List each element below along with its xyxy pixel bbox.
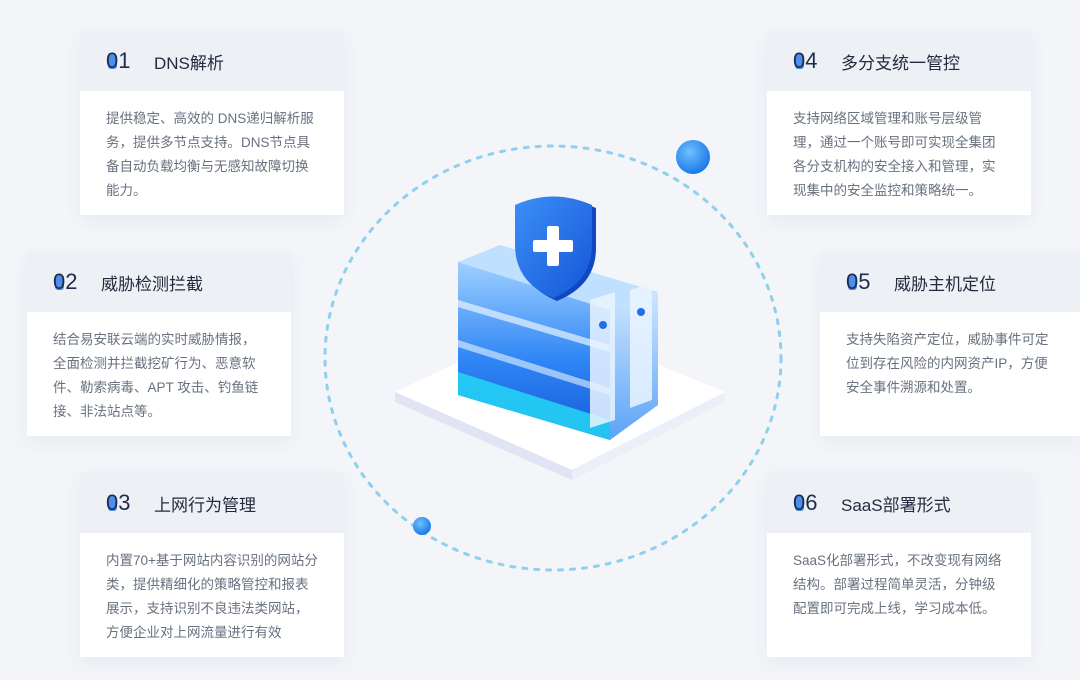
card-description: 内置70+基于网站内容识别的网站分类，提供精细化的策略管控和报表展示，支持识别不… (106, 553, 318, 640)
card-header: 05 威胁主机定位 (820, 252, 1080, 312)
feature-card-host-location: 05 威胁主机定位 支持失陷资产定位，威胁事件可定位到存在风险的内网资产IP，方… (820, 252, 1080, 436)
feature-card-threat-detection: 02 威胁检测拦截 结合易安联云端的实时威胁情报，全面检测并拦截挖矿行为、恶意软… (27, 252, 291, 436)
card-description: 支持网络区域管理和账号层级管理，通过一个账号即可实现全集团各分支机构的安全接入和… (793, 111, 996, 198)
card-number: 05 (846, 269, 894, 295)
feature-card-saas-deployment: 06 SaaS部署形式 SaaS化部署形式，不改变现有网络结构。部署过程简单灵活… (767, 473, 1031, 657)
card-title: SaaS部署形式 (841, 495, 951, 515)
card-header: 03 上网行为管理 (80, 473, 344, 533)
orbit-ball-small (413, 517, 431, 535)
shield-plus-icon (515, 196, 596, 301)
feature-card-dns: 01 DNS解析 提供稳定、高效的 DNS递归解析服务，提供多节点支持。DNS节… (80, 31, 344, 215)
card-number: 01 (106, 48, 154, 74)
card-title: 威胁主机定位 (894, 274, 996, 294)
orbit-ring (323, 144, 783, 572)
card-header: 01 DNS解析 (80, 31, 344, 91)
card-title: DNS解析 (154, 53, 224, 73)
card-description: 结合易安联云端的实时威胁情报，全面检测并拦截挖矿行为、恶意软件、勒索病毒、APT… (53, 332, 259, 419)
card-description: 提供稳定、高效的 DNS递归解析服务，提供多节点支持。DNS节点具备自动负载均衡… (106, 111, 314, 198)
card-description: 支持失陷资产定位，威胁事件可定位到存在风险的内网资产IP，方便安全事件溯源和处置… (846, 332, 1049, 395)
orbit-ball-large (676, 140, 710, 174)
card-description: SaaS化部署形式，不改变现有网络结构。部署过程简单灵活，分钟级配置即可完成上线… (793, 553, 1002, 616)
card-number: 04 (793, 48, 841, 74)
card-title: 威胁检测拦截 (101, 274, 203, 294)
card-title: 多分支统一管控 (841, 53, 960, 73)
card-title: 上网行为管理 (154, 495, 256, 515)
card-header: 02 威胁检测拦截 (27, 252, 291, 312)
card-header: 06 SaaS部署形式 (767, 473, 1031, 533)
card-number: 06 (793, 490, 841, 516)
card-number: 02 (53, 269, 101, 295)
card-header: 04 多分支统一管控 (767, 31, 1031, 91)
feature-card-behavior-management: 03 上网行为管理 内置70+基于网站内容识别的网站分类，提供精细化的策略管控和… (80, 473, 344, 657)
server-block (458, 245, 658, 440)
card-number: 03 (106, 490, 154, 516)
feature-card-branch-control: 04 多分支统一管控 支持网络区域管理和账号层级管理，通过一个账号即可实现全集团… (767, 31, 1031, 215)
